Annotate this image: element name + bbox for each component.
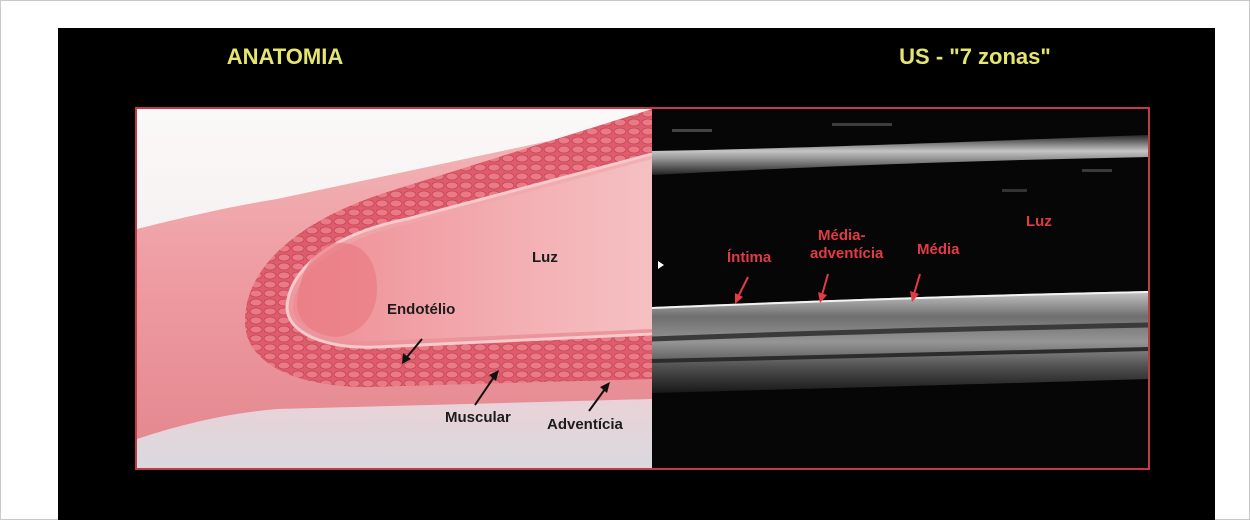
us-label-lumen: Luz: [1026, 213, 1052, 230]
comparison-panel: Luz Endotélio Muscular Adventícia: [135, 107, 1150, 470]
us-label-media-adventitia-line2: adventícia: [810, 245, 883, 262]
vessel-illustration: [137, 109, 652, 468]
anatomy-label-endothelium: Endotélio: [387, 301, 455, 318]
anatomy-panel: Luz Endotélio Muscular Adventícia: [137, 109, 652, 468]
us-label-media-adventitia-line1: Média-: [818, 227, 866, 244]
echo-3: [1002, 189, 1027, 192]
far-wall: [652, 291, 1148, 393]
heading-ultrasound: US - "7 zonas": [845, 44, 1105, 70]
anatomy-label-adventitia: Adventícia: [547, 416, 623, 433]
echo-1: [672, 129, 712, 132]
anatomy-label-muscular: Muscular: [445, 409, 511, 426]
echo-4: [1082, 169, 1112, 172]
anatomy-label-lumen: Luz: [532, 249, 558, 266]
echo-2: [832, 123, 892, 126]
heading-anatomy: ANATOMIA: [160, 44, 410, 70]
us-label-intima: Íntima: [727, 249, 771, 266]
us-label-media: Média: [917, 241, 960, 258]
ultrasound-image: [652, 109, 1148, 468]
ultrasound-panel: Luz Íntima Média- adventícia Média: [652, 109, 1148, 468]
